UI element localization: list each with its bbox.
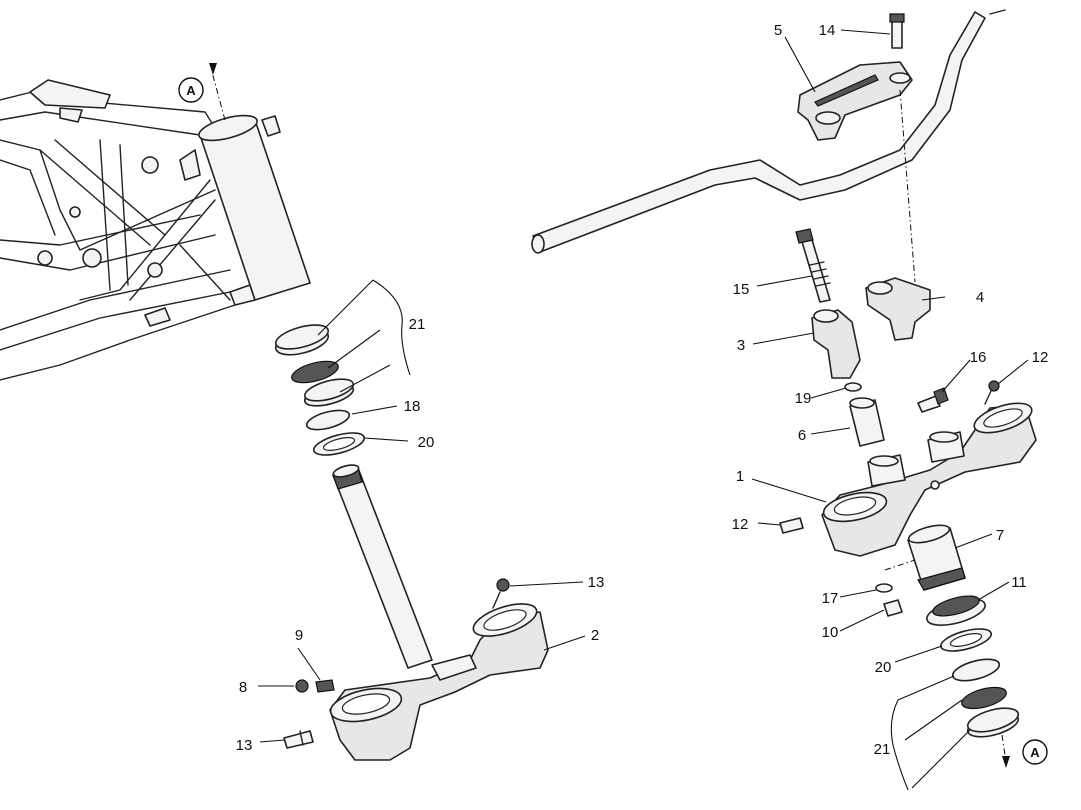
callout-3: 3: [737, 337, 745, 354]
callout-13-top: 13: [588, 574, 605, 591]
reference-label-bottom: A: [1030, 745, 1040, 760]
leader-lines: [258, 29, 1029, 791]
callout-11: 11: [1011, 574, 1027, 591]
frame: [0, 79, 311, 381]
callout-20-left: 20: [418, 434, 435, 451]
callout-21-right: 21: [874, 741, 891, 758]
callout-1: 1: [736, 468, 744, 485]
callout-15: 15: [733, 281, 750, 298]
callout-7: 7: [996, 527, 1004, 544]
callout-13-bottom: 13: [236, 737, 253, 754]
callout-2: 2: [591, 627, 599, 644]
callout-17: 17: [822, 590, 839, 607]
right-stack: [531, 9, 1037, 738]
callout-5: 5: [774, 22, 782, 39]
callout-16: 16: [970, 349, 987, 366]
callout-12-left: 12: [732, 516, 749, 533]
callout-12-top: 12: [1032, 349, 1049, 366]
callout-20-right: 20: [875, 659, 892, 676]
callout-10: 10: [822, 624, 839, 641]
callout-14: 14: [819, 22, 836, 39]
callout-labels: 21 18 20 13 2 9 8 13 14 5 15 4 3 16 12 1…: [236, 22, 1049, 758]
reference-label-top: A: [186, 83, 196, 98]
callout-18: 18: [404, 398, 421, 415]
callout-21-left: 21: [409, 316, 426, 333]
callout-4: 4: [976, 289, 984, 306]
reference-mark-bottom: A: [1002, 739, 1048, 768]
alignment-lines: [211, 71, 1006, 756]
callout-8: 8: [239, 679, 247, 696]
callout-9: 9: [295, 627, 303, 644]
reference-mark-top: A: [178, 63, 217, 103]
callout-19: 19: [795, 390, 812, 407]
left-stack: [274, 324, 549, 761]
callout-6: 6: [798, 427, 806, 444]
